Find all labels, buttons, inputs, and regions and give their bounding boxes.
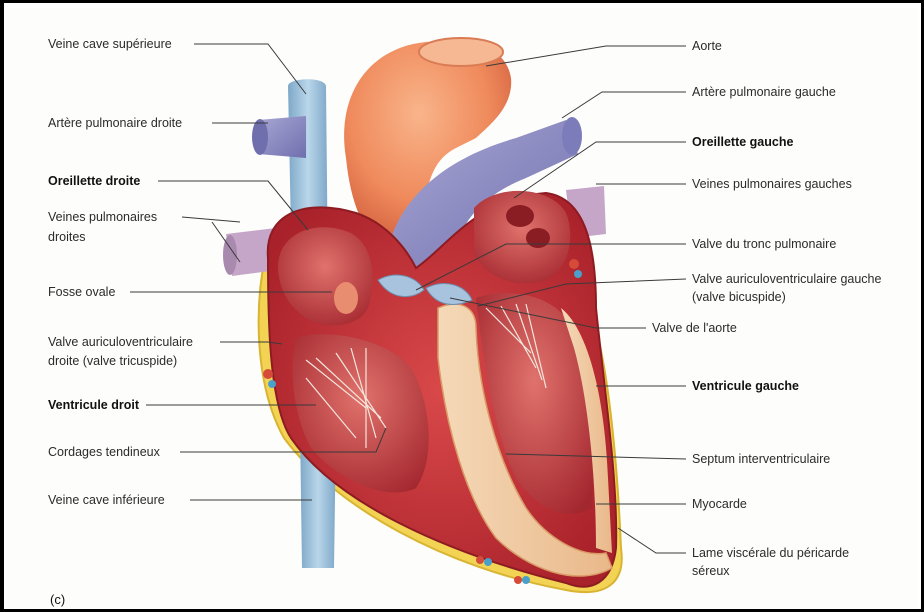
label-veine-cave-inferieure: Veine cave inférieure bbox=[48, 492, 165, 508]
label-valve-av-droite-line1: Valve auriculoventriculaire bbox=[48, 334, 193, 350]
panel-letter: (c) bbox=[50, 592, 65, 607]
label-aorte: Aorte bbox=[692, 38, 722, 54]
label-oreillette-droite: Oreillette droite bbox=[48, 173, 140, 189]
label-artere-pulmonaire-gauche: Artère pulmonaire gauche bbox=[692, 84, 836, 100]
left-atrium-chamber bbox=[474, 191, 570, 284]
label-ventricule-gauche: Ventricule gauche bbox=[692, 378, 799, 394]
label-veines-pulmonaires-gauches: Veines pulmonaires gauches bbox=[692, 176, 852, 192]
label-veines-pulmonaires-droites-line1: Veines pulmonaires bbox=[48, 209, 157, 225]
label-valve-aorte: Valve de l'aorte bbox=[652, 320, 737, 336]
label-septum-interventriculaire: Septum interventriculaire bbox=[692, 451, 830, 467]
label-cordages-tendineux: Cordages tendineux bbox=[48, 444, 160, 460]
label-valve-tronc-pulmonaire: Valve du tronc pulmonaire bbox=[692, 236, 836, 252]
label-artere-pulmonaire-droite: Artère pulmonaire droite bbox=[48, 115, 182, 131]
label-ventricule-droit: Ventricule droit bbox=[48, 397, 139, 413]
label-valve-av-droite-line2: droite (valve tricuspide) bbox=[48, 353, 177, 369]
label-valve-av-gauche-line1: Valve auriculoventriculaire gauche bbox=[692, 271, 881, 287]
label-myocarde: Myocarde bbox=[692, 496, 747, 512]
label-fosse-ovale: Fosse ovale bbox=[48, 284, 115, 300]
label-lame-viscerale-line2: séreux bbox=[692, 563, 730, 579]
fosse-ovale-mark bbox=[334, 282, 358, 314]
figure-page: Veine cave supérieure Artère pulmonaire … bbox=[6, 8, 918, 608]
label-veine-cave-superieure: Veine cave supérieure bbox=[48, 36, 172, 52]
label-veines-pulmonaires-droites-line2: droites bbox=[48, 229, 86, 245]
label-lame-viscerale-line1: Lame viscérale du péricarde bbox=[692, 545, 849, 561]
label-valve-av-gauche-line2: (valve bicuspide) bbox=[692, 289, 786, 305]
label-oreillette-gauche: Oreillette gauche bbox=[692, 134, 793, 150]
